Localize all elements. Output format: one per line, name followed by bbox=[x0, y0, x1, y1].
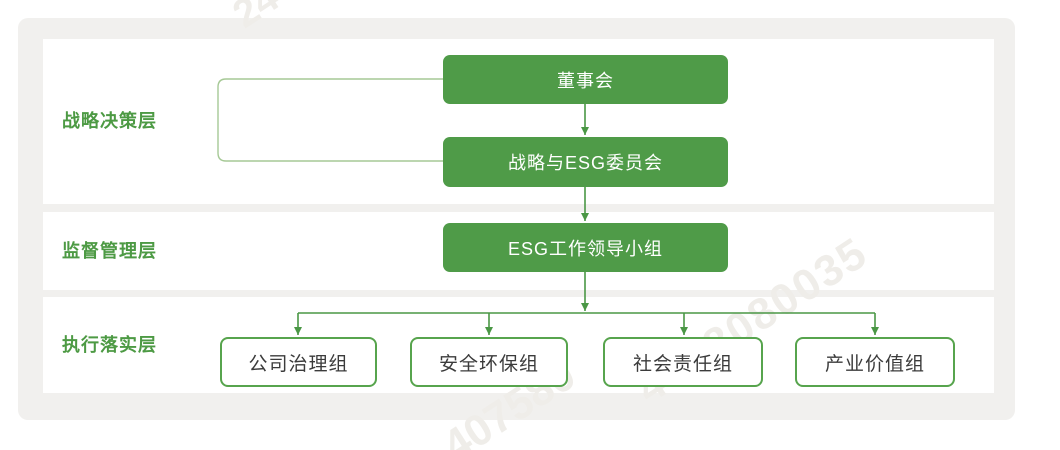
node-exec-group-corporate-governance: 公司治理组 bbox=[220, 337, 377, 387]
node-exec-group-industry-value: 产业价值组 bbox=[795, 337, 955, 387]
layer-label-execution-implementation: 执行落实层 bbox=[62, 335, 157, 355]
node-exec-group-safety-environment: 安全环保组 bbox=[410, 337, 568, 387]
node-exec-group-social-responsibility: 社会责任组 bbox=[603, 337, 763, 387]
layer-label-strategic-decision: 战略决策层 bbox=[62, 111, 157, 131]
node-esg-leading-group: ESG工作领导小组 bbox=[443, 223, 728, 272]
layer-label-supervision-management: 监督管理层 bbox=[62, 241, 157, 261]
node-strategy-esg-committee: 战略与ESG委员会 bbox=[443, 137, 728, 187]
node-board-of-directors: 董事会 bbox=[443, 55, 728, 104]
